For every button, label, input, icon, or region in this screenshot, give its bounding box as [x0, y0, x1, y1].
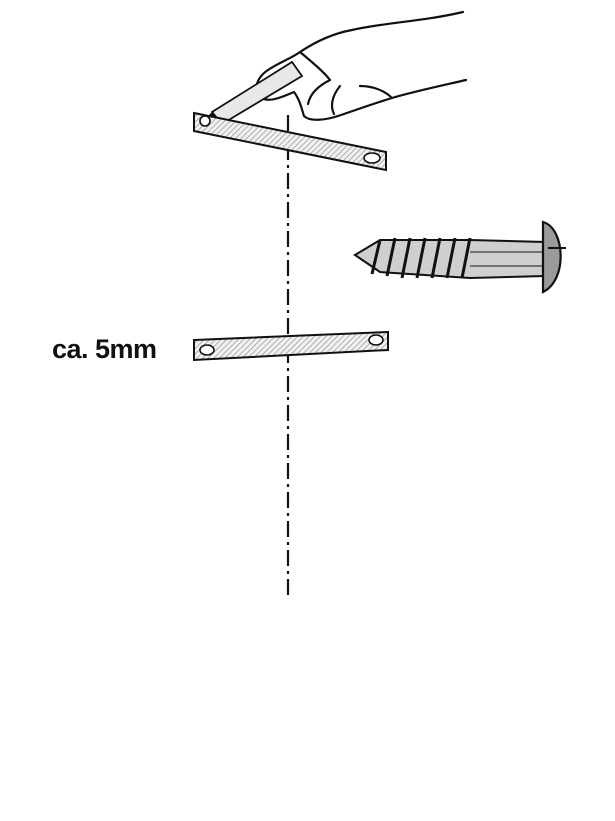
screw-icon — [353, 220, 566, 294]
hand-icon — [255, 10, 468, 121]
gap-label: ca. 5mm — [52, 334, 157, 364]
upper-bracket — [193, 111, 387, 172]
lower-bracket — [193, 330, 389, 362]
